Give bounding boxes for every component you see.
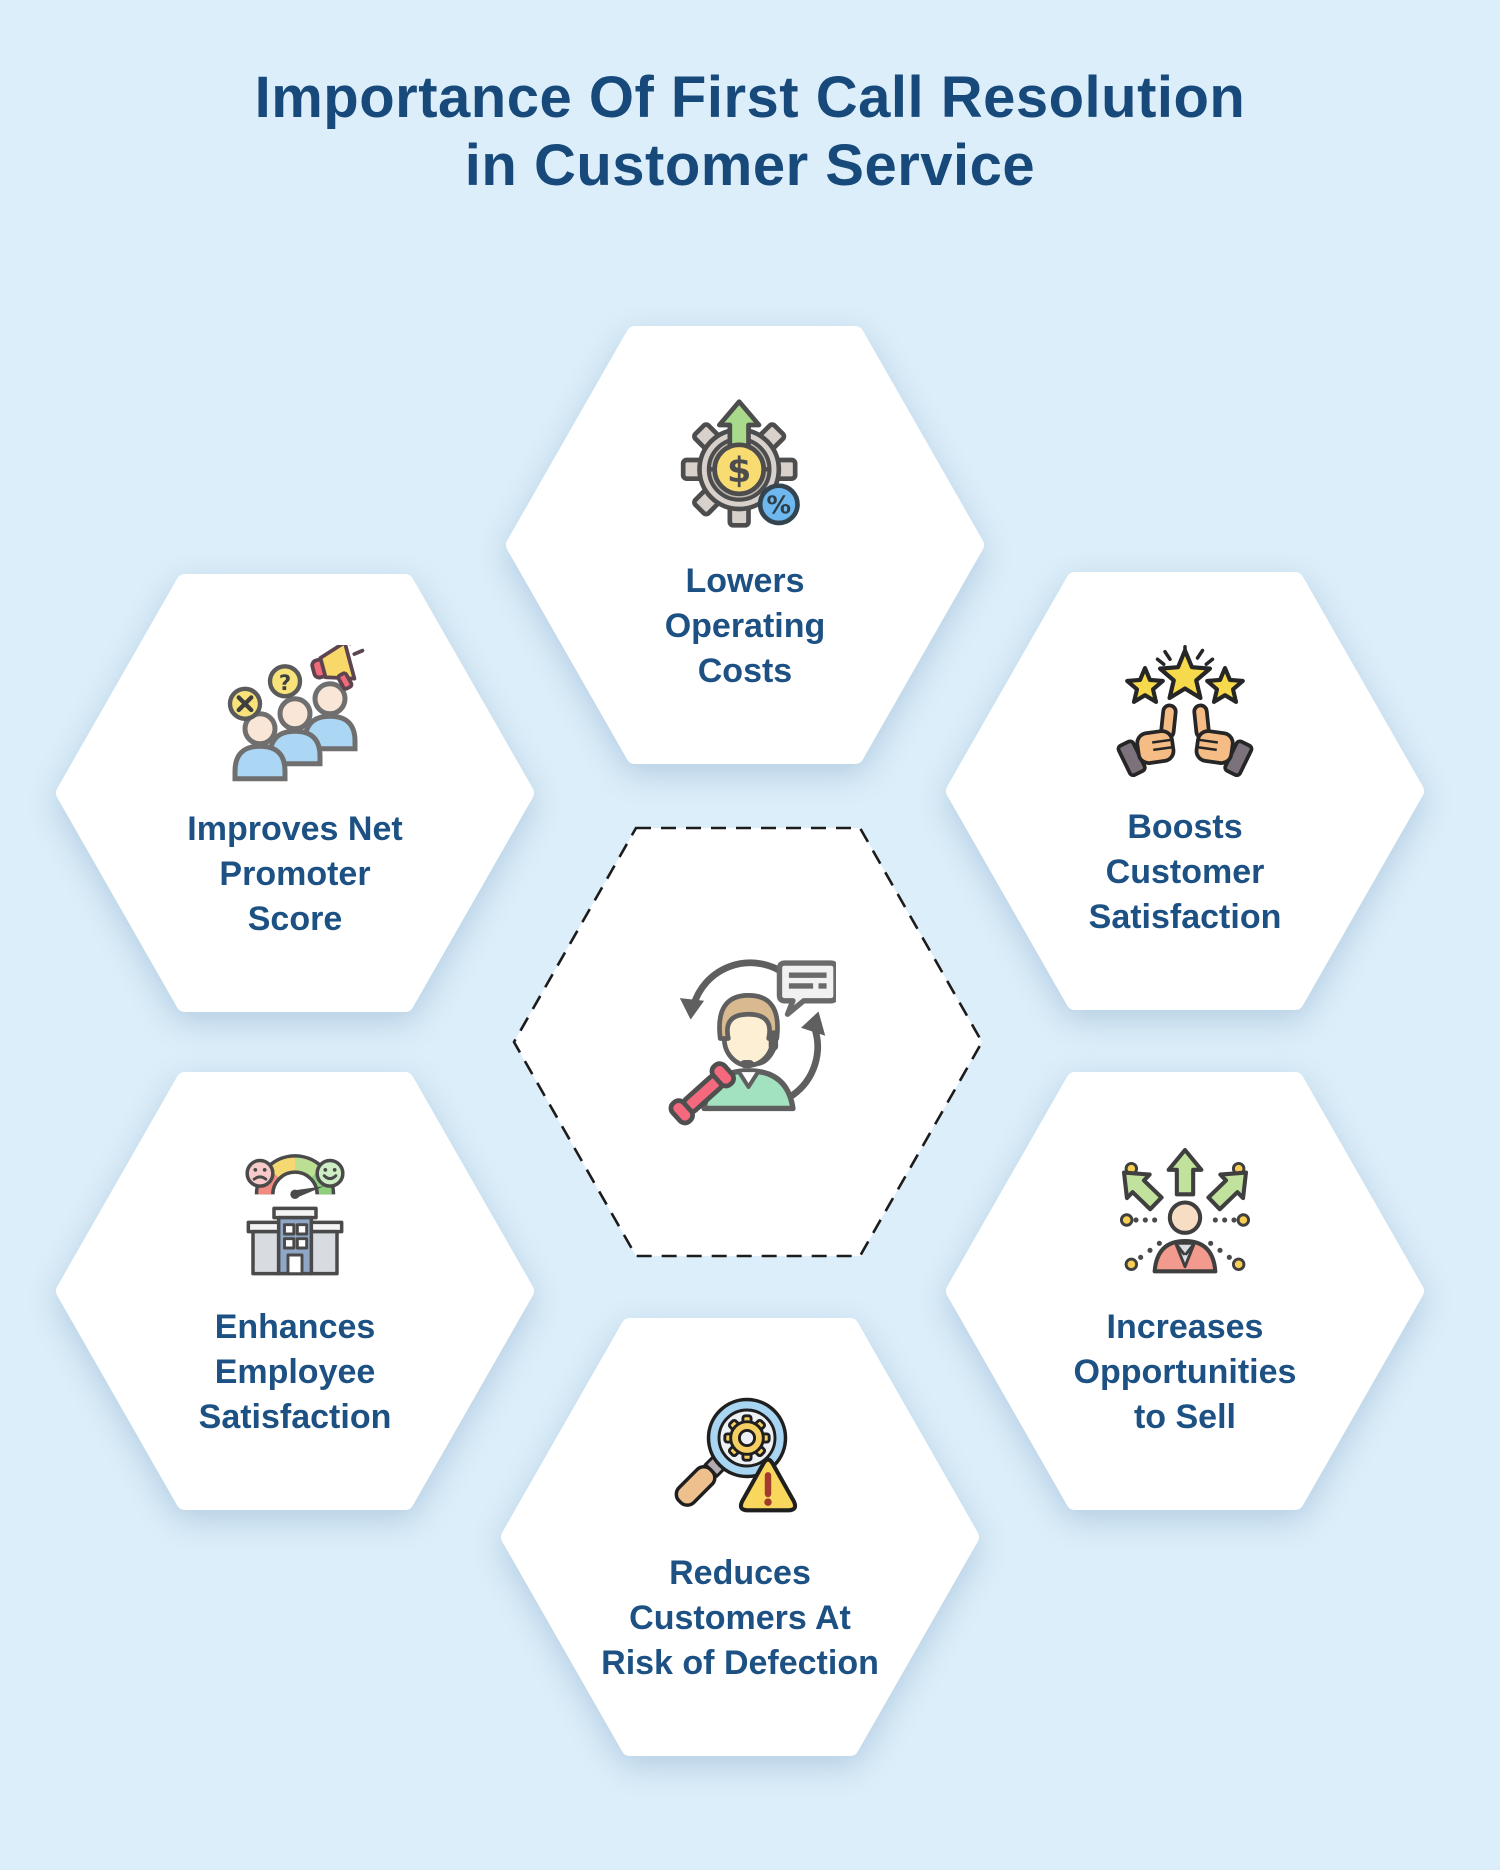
page-title: Importance Of First Call Resolution in C… [0,64,1500,201]
risk-detection-magnifier-icon [674,1397,798,1513]
hexagon-label: Improves Net Promoter Score [187,810,403,938]
hexagon-label: Lowers Operating Costs [664,562,826,690]
hexagon-shape [501,1318,979,1756]
hexagon-label: Reduces Customers At Risk of Defection [601,1554,879,1682]
cost-reduction-gear-icon: $ % [680,399,800,528]
hexagon-label: Increases Opportunities to Sell [1073,1308,1297,1436]
hexagon-shape [946,1072,1424,1510]
hexagon-shape [56,1072,534,1510]
hexagon-enhances-employee-satisfaction: Enhances Employee Satisfaction [55,1071,535,1511]
hexagon-label: Enhances Employee Satisfaction [198,1308,392,1436]
hexagon-shape [56,574,534,1012]
hexagon-label: Boosts Customer Satisfaction [1088,808,1282,936]
hexagon-shape [946,572,1424,1010]
call-agent-icon [668,958,836,1125]
hexagon-boosts-customer-satisfaction: Boosts Customer Satisfaction [945,571,1425,1011]
hexagon-center-first-call-resolution [508,822,988,1262]
stars-thumbs-up-icon [1116,645,1254,778]
satisfaction-gauge-icon [245,1154,345,1276]
svg-text:%: % [767,491,792,520]
svg-text:$: $ [727,451,751,491]
hexagon-reduces-customers-at-risk: Reduces Customers At Risk of Defection [500,1317,980,1757]
hexagon-increases-opportunities-to-sell: Increases Opportunities to Sell [945,1071,1425,1511]
hexagon-improves-net-promoter-score: ? Improves Net Promoter Score [55,573,535,1013]
page-title-line2: in Customer Service [464,133,1036,199]
sales-opportunities-icon [1110,1143,1260,1274]
hexagon-shape [506,326,984,764]
hexagon-lowers-operating-costs: $ % Lowers Operating Costs [505,325,985,765]
svg-text:?: ? [279,671,291,696]
net-promoter-people-icon: ? [227,645,365,785]
page-title-line1: Importance Of First Call Resolution [254,65,1246,130]
